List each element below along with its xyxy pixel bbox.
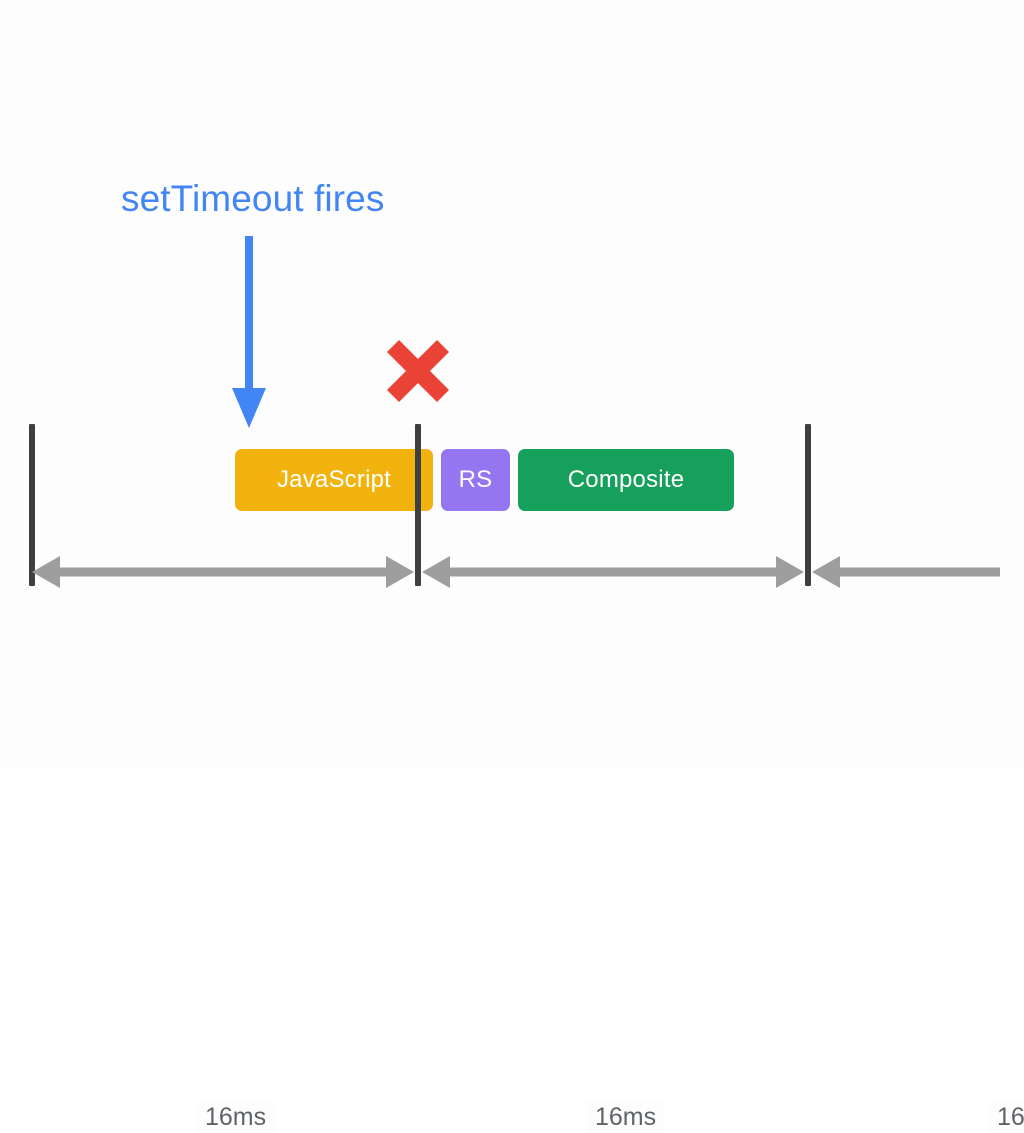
measurement-label-16ms: 16ms — [586, 1101, 666, 1133]
frame-boundary-tick — [805, 424, 811, 586]
measurement-arrows — [32, 556, 1000, 588]
task-block-javascript: JavaScript — [235, 449, 433, 511]
annotation-label-settimeout: setTimeout fires — [121, 178, 385, 219]
task-block-composite: Composite — [518, 449, 734, 511]
frame-boundary-tick — [415, 424, 421, 586]
task-block-rs: RS — [441, 449, 510, 511]
frame-boundary-tick — [29, 424, 35, 586]
diagram-canvas: setTimeout fires JavaScript RS Composite — [0, 178, 1024, 1133]
red-x-icon — [382, 336, 454, 406]
down-arrow-icon — [229, 236, 269, 428]
measurement-label-16-truncated: 16 — [988, 1101, 1024, 1133]
measurement-label-16ms: 16ms — [196, 1101, 276, 1133]
measurement-row: 16ms 16ms 16 — [0, 545, 1024, 1133]
